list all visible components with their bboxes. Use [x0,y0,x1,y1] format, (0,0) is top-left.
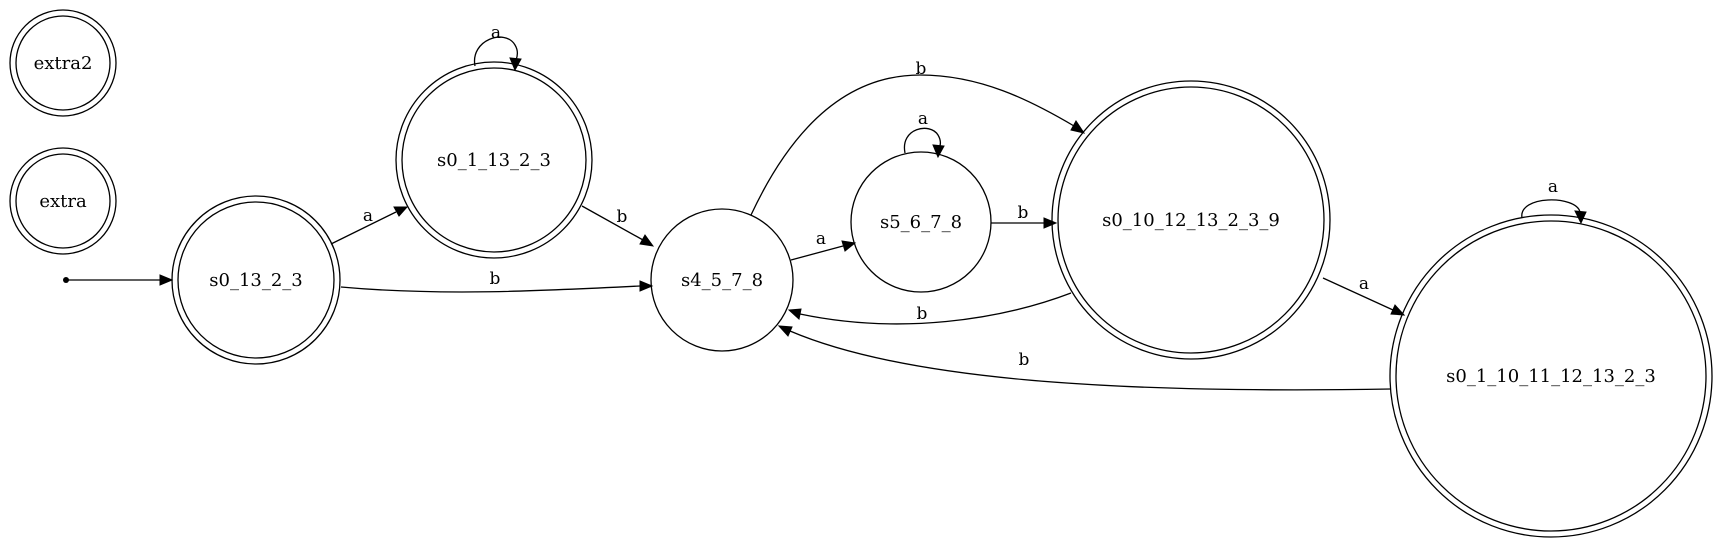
edge-s5_6_7_8-loop-a: a [903,109,945,159]
node-label: extra2 [34,53,93,74]
edge-label: a [1359,274,1369,294]
node-label: s0_1_10_11_12_13_2_3 [1446,366,1656,387]
edge-s0_10_12_13_2_3_9-a-s0_1_10_11_12_13_2_3: a [1322,274,1406,316]
node-label: s0_13_2_3 [209,270,303,291]
edge-label: b [1018,203,1029,223]
node-s5-6-7-8: s5_6_7_8 [850,151,992,293]
edge-label: a [816,229,826,249]
node-s0-13-2-3: s0_13_2_3 [171,195,341,365]
edge-s0_13_2_3-b-s4_5_7_8: b [340,269,654,293]
edge-label: a [491,23,501,43]
edge-s5_6_7_8-b-s0_10_12_13_2_3_9: b [991,203,1058,229]
edge-label: a [1548,177,1558,197]
edge-label: a [363,206,373,226]
node-s0-1-13-2-3: s0_1_13_2_3 [395,61,593,259]
edge-s0_1_10_11_12_13_2_3-loop-a: a [1521,177,1587,225]
edge-label: b [490,269,501,289]
node-label: s5_6_7_8 [880,212,962,233]
node-s0-1-10-11-12-13-2-3: s0_1_10_11_12_13_2_3 [1389,214,1713,538]
edge-s0_1_10_11_12_13_2_3-b-s4_5_7_8: b [777,325,1392,391]
edge-label: a [918,109,928,129]
edge-label: b [1019,350,1030,370]
edge-s0_1_13_2_3-b-s4_5_7_8: b [581,205,655,247]
edge-start [63,274,174,286]
node-s0-10-12-13-2-3-9: s0_10_12_13_2_3_9 [1051,80,1331,360]
node-extra2: extra2 [9,9,117,117]
edge-s0_10_12_13_2_3_9-b-s4_5_7_8: b [787,292,1072,325]
node-label: s0_10_12_13_2_3_9 [1102,210,1280,231]
edge-label: b [617,207,628,227]
node-label: s4_5_7_8 [681,270,763,291]
edge-label: b [916,59,927,79]
edge-s4_5_7_8-a-s5_6_7_8: a [790,229,857,261]
edge-label: b [917,304,928,324]
edge-s0_1_13_2_3-loop-a: a [473,23,522,72]
edge-s4_5_7_8-b-s0_10_12_13_2_3_9: b [750,59,1086,216]
node-label: extra [39,191,87,212]
node-s4-5-7-8: s4_5_7_8 [650,208,794,352]
edge-s0_13_2_3-a-s0_1_13_2_3: a [330,206,409,245]
node-label: s0_1_13_2_3 [437,150,551,171]
node-extra: extra [9,147,117,255]
